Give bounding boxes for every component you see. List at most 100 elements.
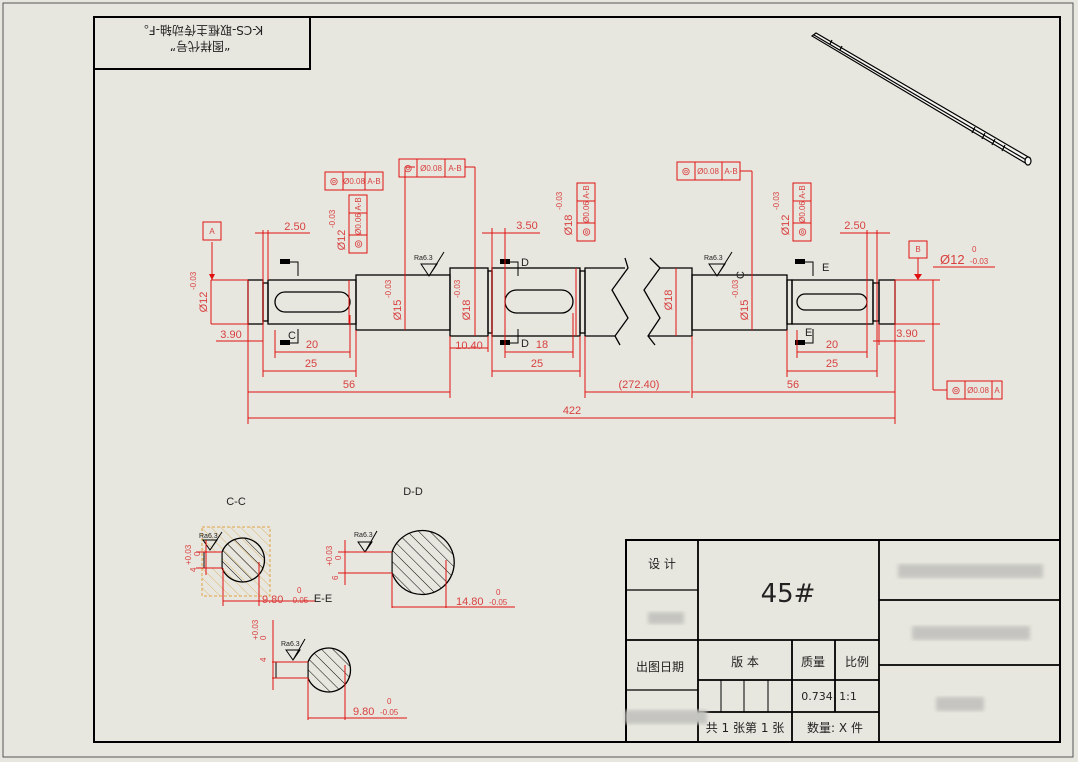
sections-dd-tl-text: -0.05 (489, 598, 508, 607)
drawing-number-redacted (936, 697, 984, 711)
fcf-6: ⊚ Ø0.06 A-B (792, 182, 812, 242)
datum-b-label: B (915, 245, 920, 254)
sheet-count: 共 1 张第 1 张 (706, 721, 785, 735)
sections-ee-tu-text: 0 (387, 697, 392, 706)
fcf-5: ⊚ Ø0.08 A-B (676, 161, 741, 181)
diameters-tol-lower-text: -0.03 (384, 279, 393, 298)
fcf-f2-ref-text: A-B (448, 164, 461, 173)
sections-dd-title-text: D-D (403, 486, 423, 498)
diameters-tol-lower-text: -0.03 (189, 271, 198, 290)
sections-cc-title-text: C-C (226, 496, 246, 508)
roughness-ra-text: Ra6.3 (281, 641, 300, 648)
fcf-f6-tol-text: Ø0.06 (798, 201, 807, 223)
dims-l25b-text: 25 (531, 358, 543, 370)
fcf-2: ⊚ Ø0.08 A-B (398, 158, 466, 178)
section-d-label-top: D (521, 257, 529, 269)
shaft-3d-preview (810, 32, 1032, 166)
date-label: 出图日期 (636, 660, 684, 674)
diameters-d-12b-text: Ø12 (336, 230, 348, 251)
dims-l422-text: 422 (563, 405, 581, 417)
sections-dd-ktl-text: 0 (334, 555, 343, 560)
fcf-sym-text: ⊚ (681, 166, 690, 178)
diameters-tol-lower-text: -0.03 (731, 279, 740, 298)
fcf-f1-tol-text: Ø0.08 (343, 177, 365, 186)
diameters-d-18a-text: Ø18 (461, 300, 473, 321)
datum-a-label: A (209, 227, 215, 236)
diameters-tol-lower-text: -0.03 (453, 279, 462, 298)
dims-l1040-text: 10.40 (455, 340, 483, 352)
fcf-f6-ref-text: A-B (798, 185, 807, 198)
sections-cc-ktu-text: +0.03 (184, 544, 193, 565)
sections-cc-tu-text: 0 (297, 586, 302, 595)
title-block: 设 计 45# 出图日期 版 本 质量 比例 0.734 1:1 共 1 张第 … (625, 539, 1061, 743)
fcf-sym-text: ⊚ (797, 227, 809, 236)
design-label: 设 计 (648, 557, 676, 571)
roughness-ra-text: Ra6.3 (414, 255, 433, 262)
fcf-sym-text: ⊚ (581, 227, 593, 236)
section-e-label-top: E (822, 262, 829, 274)
diameters-d-left-12-text: Ø12 (198, 292, 210, 313)
dims-l390b-text: 3.90 (896, 328, 917, 340)
roughness-ra-text: Ra6.3 (704, 255, 723, 262)
drawing-frame (93, 16, 1061, 743)
roughness-ra-text: Ra6.3 (199, 533, 218, 540)
sections-ee-ktu-text: +0.03 (251, 619, 260, 640)
section-e-label-bottom: E (805, 327, 812, 339)
roughness-symbol-1: Ra6.3 (414, 251, 445, 277)
fcf-sym-text: ⊚ (951, 385, 960, 397)
dims-l250a-text: 2.50 (284, 221, 305, 233)
fcf-f2-tol-text: Ø0.08 (420, 164, 442, 173)
sections-ee-ktl-text: 0 (259, 635, 268, 640)
part-name-redacted (912, 626, 1030, 640)
sections-ee-dim-text: 9.80 (353, 706, 374, 718)
diameter-labels: Ø12 -0.03 Ø12 -0.03 Ø15 -0.03 Ø18 -0.03 … (189, 191, 989, 320)
section-c-label-right: C (735, 271, 747, 279)
keyway-d (504, 289, 574, 314)
diameters-tol-lower-text: -0.03 (772, 191, 781, 210)
sections-dd-key-text: 6 (331, 575, 340, 580)
roughness-symbol-2: Ra6.3 (704, 251, 733, 277)
fcf-f5-ref-text: A-B (724, 167, 737, 176)
fcf-4: ⊚ Ø0.06 A-B (576, 182, 596, 242)
keyway-e (796, 293, 868, 311)
dims-l25a-text: 25 (305, 358, 317, 370)
length-dimension-labels: 2.50 3.90 20 25 56 3.50 10.40 18 25 (272… (220, 220, 917, 417)
drawing-number-label: “图样代号” (170, 39, 230, 54)
dims-l27240-text: (272.40) (619, 379, 660, 391)
mass-label: 质量 (801, 655, 825, 669)
diameters-tol-upper-text: 0 (972, 245, 977, 254)
dims-l350-text: 3.50 (516, 220, 537, 232)
sections-ee-tl-text: -0.05 (380, 708, 399, 717)
company-redacted (898, 564, 1043, 578)
date-redacted (625, 710, 707, 724)
fcf-f7-ref-text: A (994, 386, 1000, 395)
sections-dd-tu-text: 0 (496, 588, 501, 597)
dims-l250b-text: 2.50 (844, 220, 865, 232)
scale-value: 1:1 (839, 690, 857, 703)
sections-ee-title-text: E-E (314, 593, 332, 605)
fcf-sym-text: ⊚ (403, 163, 412, 175)
sections-cc-ktl-text: 0 (193, 551, 202, 556)
dims-l56a-text: 56 (343, 379, 355, 391)
dims-l56b-text: 56 (787, 379, 799, 391)
material-label: 45# (761, 579, 816, 609)
sections-cc-tl-text: -0.05 (290, 596, 309, 605)
dims-l18-text: 18 (536, 339, 548, 351)
fcf-f7-tol-text: Ø0.08 (967, 386, 989, 395)
diameters-tol-lower-text: -0.03 (970, 257, 989, 266)
diameters-tol-lower-text: -0.03 (328, 209, 337, 228)
fcf-sym-text: ⊚ (329, 176, 338, 188)
fcf-f5-tol-text: Ø0.08 (697, 167, 719, 176)
dimension-lines (202, 166, 995, 424)
dims-l390a-text: 3.90 (220, 329, 241, 341)
fcf-1: ⊚ Ø0.08 A-B (324, 171, 384, 191)
version-label: 版 本 (731, 655, 759, 669)
drawing-code-text: K-CS-取框主传动轴-F。 (137, 23, 264, 38)
fcf-3: ⊚ Ø0.06 A-B (348, 194, 368, 254)
roughness-ra-text: Ra6.3 (354, 532, 373, 539)
sections-dd-ktu-text: +0.03 (325, 545, 334, 566)
sections-ee-key-text: 4 (259, 657, 268, 662)
designer-name-redacted (648, 612, 684, 624)
